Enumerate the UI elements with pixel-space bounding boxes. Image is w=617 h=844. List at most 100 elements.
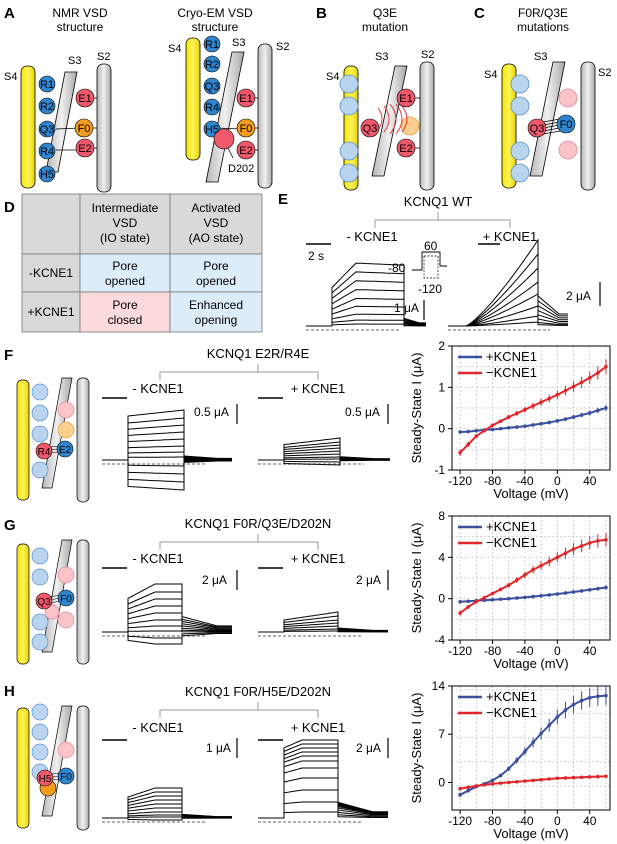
data-point: [547, 396, 552, 401]
data-point: [466, 785, 471, 790]
f-title: KCNQ1 E2R/R4E: [207, 346, 310, 361]
y-tick-label: 4: [438, 550, 445, 564]
e-minus-label: - KCNE1: [346, 229, 397, 244]
h-title: KCNQ1 F0R/H5E/D202N: [185, 684, 331, 699]
s2-label: S2: [421, 49, 434, 61]
current-trace: [258, 628, 388, 633]
current-trace: [102, 631, 232, 645]
f-minus-trace-family: [102, 409, 232, 491]
current-trace: [258, 625, 388, 633]
data-point: [482, 783, 487, 787]
current-trace: [258, 811, 388, 819]
panel-label-e: E: [278, 191, 288, 208]
r2-ghost: [510, 96, 530, 116]
g-bracket: [159, 534, 319, 550]
f0-label: F0: [60, 594, 72, 605]
current-trace: [102, 424, 232, 461]
current-trace: [102, 459, 232, 483]
f-plus-label: + KCNE1: [291, 381, 346, 396]
e1-ghost: [558, 88, 578, 108]
data-point: [458, 786, 462, 791]
s4-helix: [16, 707, 30, 829]
f-minus-current-scale: 0.5 μA: [194, 405, 229, 419]
r4-residue: [38, 142, 56, 160]
current-trace: [102, 605, 232, 633]
x-tick-label: 0: [554, 644, 561, 658]
table-cell-plus-io: [79, 291, 171, 333]
table-row2-label: +KCNE1: [27, 305, 74, 319]
data-point: [466, 788, 471, 793]
current-trace: [258, 459, 390, 463]
current-trace: [102, 803, 232, 819]
current-trace: [258, 453, 390, 461]
y-tick-label: 0: [438, 422, 445, 436]
data-point: [498, 426, 503, 431]
current-trace: [102, 445, 232, 461]
data-point: [506, 583, 511, 588]
g-plus-trace-family: [258, 611, 388, 637]
data-point: [587, 775, 592, 779]
panel-label-g: G: [4, 517, 16, 534]
current-trace: [258, 760, 388, 819]
r1-ghost: [339, 74, 359, 94]
x-tick-label: -40: [516, 644, 534, 658]
r1-label: R1: [205, 39, 219, 51]
current-trace: [102, 459, 232, 467]
data-point: [506, 426, 511, 430]
table-c22-line2: opening: [195, 313, 238, 327]
f-plus-current-scale: 0.5 μA: [345, 405, 380, 419]
data-point: [571, 590, 576, 594]
data-point: [474, 784, 479, 788]
data-point: [579, 698, 584, 703]
data-point: [531, 423, 535, 427]
data-point: [539, 563, 543, 568]
panel-label-f: F: [4, 347, 13, 364]
e2-label: E2: [78, 143, 91, 155]
table-row-header-plus: [21, 291, 81, 333]
table-cell-plus-ao: [169, 291, 263, 333]
data-point: [563, 551, 568, 555]
e1-label: E1: [399, 93, 412, 105]
current-trace: [102, 817, 232, 821]
current-trace: [258, 743, 388, 819]
data-point: [555, 555, 560, 560]
current-trace: [258, 441, 390, 461]
current-trace: [448, 252, 568, 327]
h5-label: H5: [205, 124, 219, 136]
g-minus-label: - KCNE1: [132, 551, 183, 566]
y-tick-label: 1: [438, 380, 445, 394]
panel-label-d: D: [4, 199, 15, 216]
data-point: [490, 427, 495, 432]
data-point: [531, 567, 535, 572]
h-plus-current-scale: 2 μA: [356, 741, 381, 755]
h5-ghost: [339, 163, 359, 183]
current-trace: [102, 816, 232, 819]
data-point: [587, 541, 592, 545]
q3e-residue: [527, 118, 547, 138]
e1-label: E1: [239, 93, 252, 105]
data-point: [563, 591, 568, 595]
y-tick-label: 2: [438, 339, 445, 353]
data-point: [523, 407, 527, 412]
h-minus-label: - KCNE1: [132, 720, 183, 735]
q3-residue: [38, 120, 56, 138]
current-trace: [258, 615, 388, 633]
y-axis-label: Steady-State I (μA): [409, 523, 424, 634]
f-bracket: [159, 364, 319, 380]
data-point: [523, 749, 527, 754]
current-trace: [102, 814, 232, 819]
data-point: [474, 434, 479, 438]
s4-helix: [20, 65, 36, 189]
current-trace: [102, 431, 232, 461]
current-trace: [448, 280, 568, 327]
current-trace: [306, 289, 426, 327]
s2-helix: [76, 377, 90, 503]
s4-helix: [16, 379, 30, 501]
data-point: [563, 417, 568, 421]
data-point: [604, 406, 608, 410]
current-trace: [258, 630, 388, 633]
current-trace: [102, 459, 232, 475]
